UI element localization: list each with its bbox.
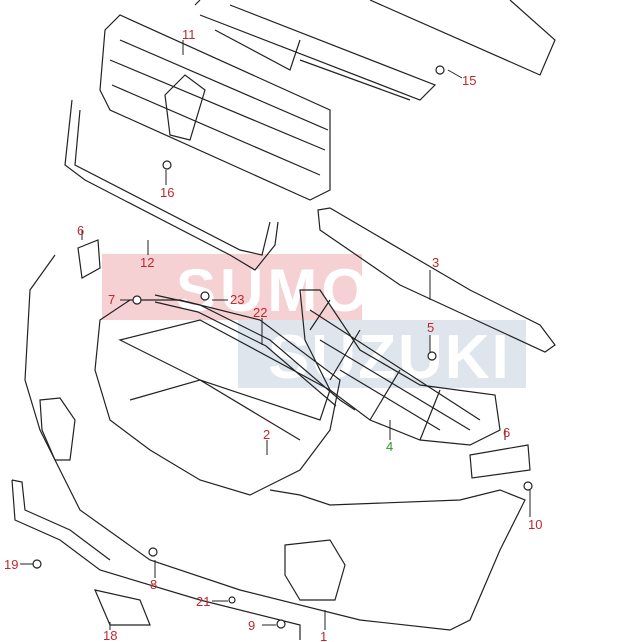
part-label-5[interactable]: 5: [427, 320, 435, 335]
part-label-8[interactable]: 8: [150, 577, 158, 592]
watermark-text: SUMO: [176, 257, 372, 324]
part-label-11[interactable]: 11: [182, 27, 196, 42]
part-label-3[interactable]: 3: [432, 255, 440, 270]
part-label-6-right[interactable]: 6: [503, 425, 511, 440]
part-label-15[interactable]: 15: [462, 73, 477, 88]
seal-strip: [154, 294, 356, 411]
part-label-12[interactable]: 12: [140, 255, 155, 270]
lower-grille: [299, 289, 501, 446]
part-label-19[interactable]: 19: [4, 557, 19, 572]
part-label-2[interactable]: 2: [263, 427, 271, 442]
part-label-21[interactable]: 21: [196, 594, 211, 609]
front-bumper: [24, 254, 526, 631]
bumper-reinforcement: [317, 207, 556, 353]
part-label-1[interactable]: 1: [320, 629, 328, 642]
fasteners: [32, 65, 533, 629]
part-label-6[interactable]: 6: [77, 223, 85, 238]
grille-molding: [64, 99, 279, 271]
part-label-16[interactable]: 16: [160, 185, 175, 200]
front-grille: [99, 14, 331, 201]
lower-lip: [11, 479, 301, 640]
part-label-10[interactable]: 10: [528, 517, 543, 532]
part-label-23[interactable]: 23: [230, 292, 245, 307]
part-label-9[interactable]: 9: [248, 618, 256, 633]
part-label-7[interactable]: 7: [108, 292, 116, 307]
part-label-22[interactable]: 22: [253, 305, 268, 320]
watermark-sumo: SUMO: [102, 254, 368, 324]
part-label-18[interactable]: 18: [103, 628, 118, 642]
upper-support: [194, 0, 556, 101]
side-bracket: [77, 239, 101, 279]
part-label-4[interactable]: 4: [386, 439, 394, 454]
